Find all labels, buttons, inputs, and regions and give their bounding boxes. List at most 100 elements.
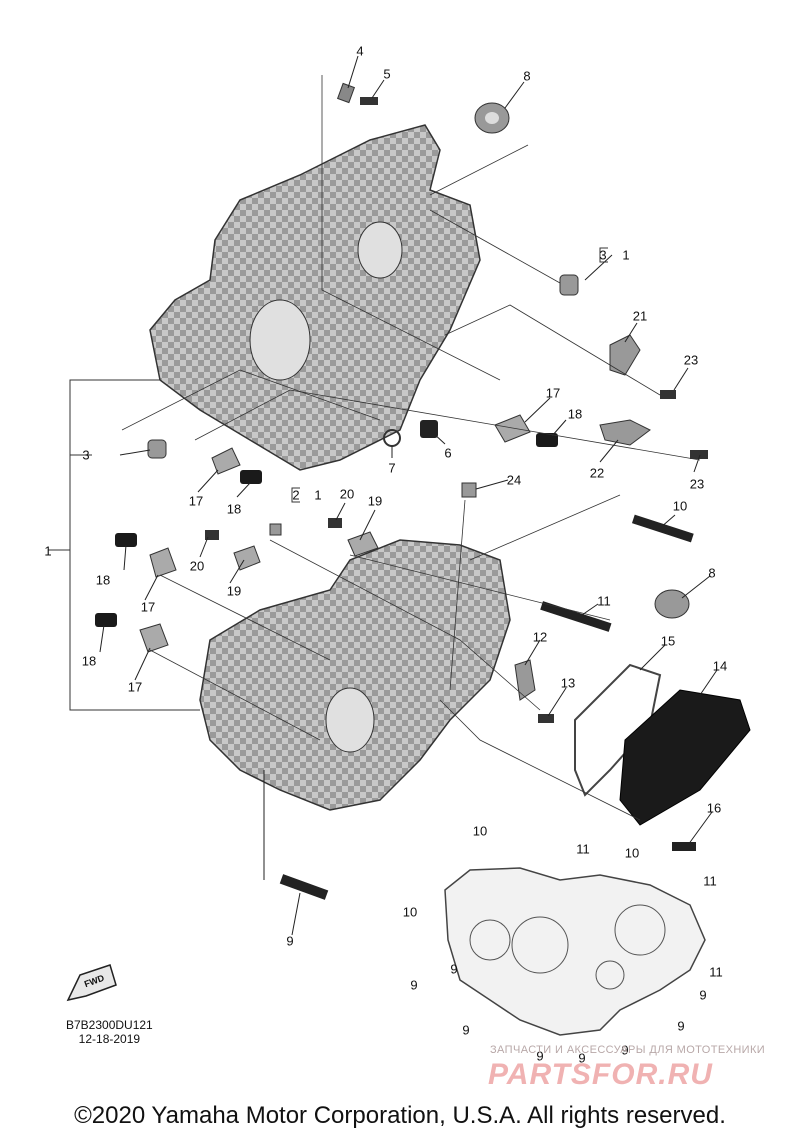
callout-10: 10 — [624, 845, 640, 861]
assembly-bracket — [48, 247, 608, 711]
crankcase-bearing-hole — [357, 221, 403, 279]
diagram-code-date: 12-18-2019 — [78, 1032, 141, 1046]
bolt — [360, 97, 378, 105]
guide-lines — [121, 75, 701, 821]
bolt — [115, 533, 137, 547]
bolt — [328, 518, 342, 528]
sprocket-cover — [619, 689, 751, 826]
bracket — [609, 334, 641, 376]
dowel-pin — [559, 274, 579, 296]
outline-hole — [614, 904, 666, 956]
leader-lines — [99, 55, 718, 936]
callout-10: 10 — [672, 498, 688, 514]
outline-hole — [595, 960, 625, 990]
watermark-logo: PARTSFOR.RU — [488, 1058, 713, 1091]
callout-5: 5 — [383, 66, 391, 82]
crankcase-outline-view — [444, 867, 706, 1036]
callout-1: 1 — [622, 247, 630, 263]
bolt — [672, 842, 696, 851]
long-bolt — [540, 601, 612, 632]
diagram-code: B7B2300DU121 12-18-2019 — [66, 1018, 153, 1046]
bolt — [536, 433, 558, 447]
callout-20: 20 — [189, 558, 205, 574]
callout-11: 11 — [597, 593, 611, 609]
outline-hole — [511, 916, 569, 974]
callout-14: 14 — [712, 658, 728, 674]
callout-21: 21 — [632, 308, 648, 324]
plate — [211, 447, 241, 475]
diagram-code-number: B7B2300DU121 — [66, 1018, 153, 1032]
callout-10: 10 — [402, 904, 418, 920]
fwd-arrow-icon — [66, 964, 117, 1002]
callout-6: 6 — [444, 445, 452, 461]
callout-17: 17 — [188, 493, 204, 509]
callout-18: 18 — [567, 406, 583, 422]
long-bolt — [631, 514, 694, 543]
callout-11: 11 — [703, 873, 717, 889]
callout-17: 17 — [127, 679, 143, 695]
copyright-notice: ©2020 Yamaha Motor Corporation, U.S.A. A… — [74, 1102, 726, 1129]
callout-18: 18 — [226, 501, 242, 517]
callout-22: 22 — [589, 465, 605, 481]
callout-9: 9 — [621, 1042, 629, 1058]
crankcase-bearing-hole — [325, 687, 375, 753]
callout-9: 9 — [450, 961, 458, 977]
callout-3: 3 — [82, 447, 90, 463]
callout-9: 9 — [286, 933, 294, 949]
callout-23: 23 — [689, 476, 705, 492]
callout-3: 3 — [599, 247, 607, 263]
callout-9: 9 — [677, 1018, 685, 1034]
callout-19: 19 — [367, 493, 383, 509]
bolt — [205, 530, 219, 540]
callout-24: 24 — [506, 472, 522, 488]
outline-hole — [469, 919, 511, 961]
collar — [461, 482, 477, 498]
bolt — [660, 390, 676, 399]
callout-7: 7 — [388, 460, 396, 476]
clamp — [514, 659, 536, 701]
long-bolt — [279, 874, 329, 900]
oil-seal — [654, 589, 690, 619]
callout-9: 9 — [462, 1022, 470, 1038]
plate — [494, 414, 531, 443]
callout-17: 17 — [140, 599, 156, 615]
crankcase-left-half — [149, 124, 481, 471]
callout-17: 17 — [545, 385, 561, 401]
callout-1: 1 — [314, 487, 322, 503]
callout-1: 1 — [44, 543, 52, 559]
callout-13: 13 — [560, 675, 576, 691]
watermark-tagline: ЗАПЧАСТИ И АКСЕССУАРЫ ДЛЯ МОТОТЕХНИКИ — [490, 1044, 766, 1056]
callout-18: 18 — [81, 653, 97, 669]
callout-8: 8 — [523, 68, 531, 84]
bolt — [538, 714, 554, 723]
plate — [139, 623, 169, 653]
callout-18: 18 — [95, 572, 111, 588]
plate — [149, 547, 177, 578]
callout-12: 12 — [532, 629, 548, 645]
callout-4: 4 — [356, 43, 364, 59]
callout-16: 16 — [706, 800, 722, 816]
callout-11: 11 — [576, 841, 590, 857]
bracket — [599, 419, 651, 446]
bolt — [690, 450, 708, 459]
crankcase-right-half — [199, 539, 511, 811]
callout-8: 8 — [708, 565, 716, 581]
exploded-parts-diagram — [48, 55, 751, 1036]
callout-9: 9 — [410, 977, 418, 993]
callout-20: 20 — [339, 486, 355, 502]
callout-2: 2 — [292, 487, 300, 503]
callout-15: 15 — [660, 633, 676, 649]
callout-23: 23 — [683, 352, 699, 368]
crankcase-bearing-hole — [249, 299, 311, 381]
dowel-pin — [269, 523, 282, 536]
plate — [233, 545, 261, 571]
bolt — [336, 82, 356, 104]
callout-19: 19 — [226, 583, 242, 599]
callout-9: 9 — [699, 987, 707, 1003]
dowel-pin — [147, 439, 167, 459]
oil-seal — [485, 112, 499, 124]
callout-9: 9 — [578, 1050, 586, 1066]
callout-9: 9 — [536, 1048, 544, 1064]
callout-11: 11 — [709, 964, 723, 980]
bolt — [240, 470, 262, 484]
